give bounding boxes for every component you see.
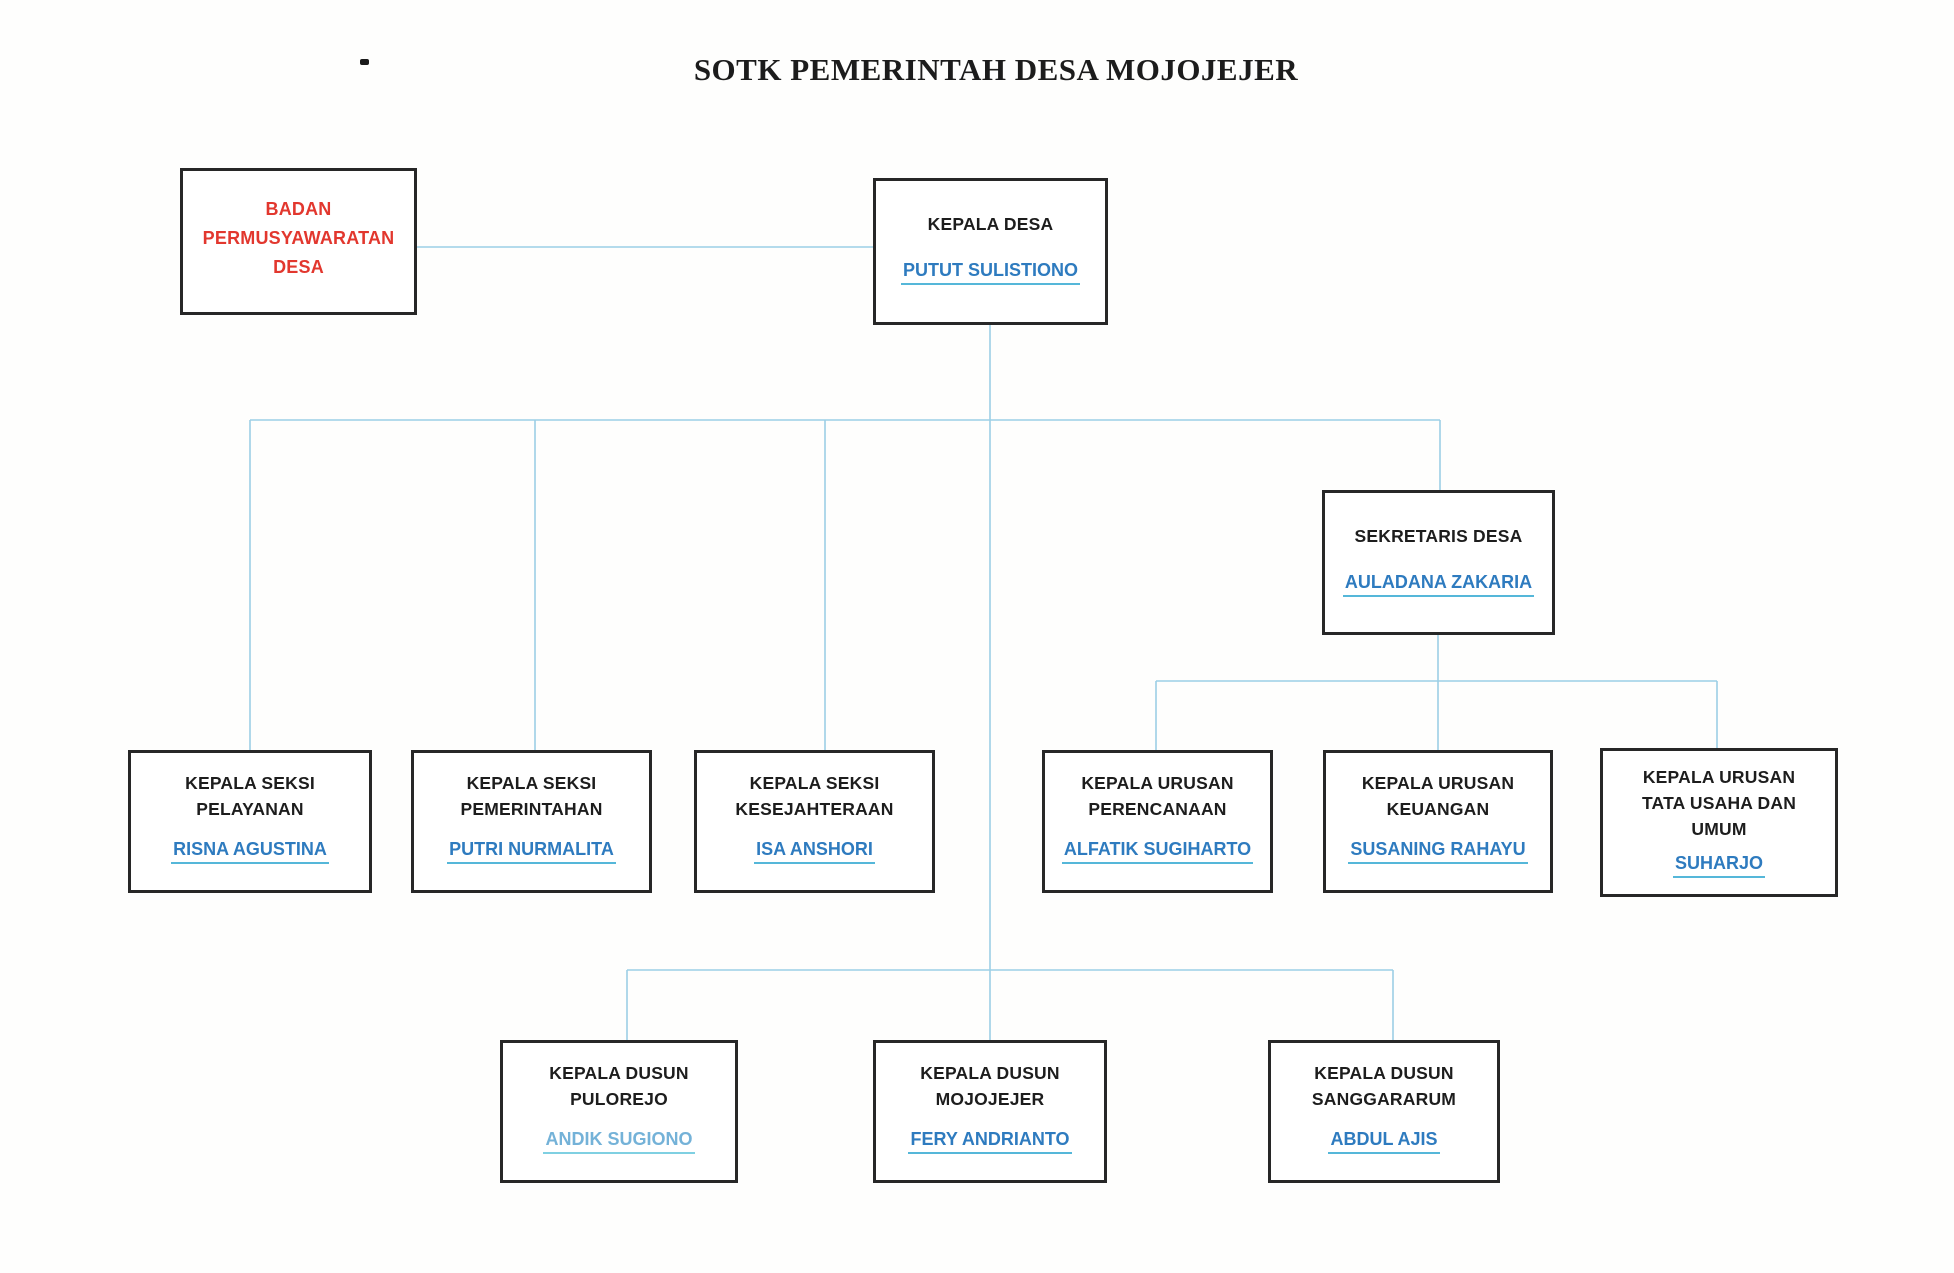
- person-name: ISA ANSHORI: [754, 839, 875, 864]
- org-box-kepala-urusan-keuangan: KEPALA URUSAN KEUANGAN SUSANING RAHAYU: [1323, 750, 1553, 893]
- role-title: KEPALA DESA: [927, 214, 1054, 234]
- person-name: AULADANA ZAKARIA: [1342, 572, 1535, 597]
- person-name: ANDIK SUGIONO: [543, 1129, 695, 1154]
- person-name: PUTUT SULISTIONO: [901, 260, 1080, 285]
- role-title: KEPALA SEKSI PELAYANAN: [185, 773, 315, 819]
- person-name: SUSANING RAHAYU: [1348, 839, 1528, 864]
- org-box-kepala-seksi-kesejahteraan: KEPALA SEKSI KESEJAHTERAAN ISA ANSHORI: [694, 750, 935, 893]
- page-title: SOTK PEMERINTAH DESA MOJOJEJER: [693, 52, 1299, 87]
- role-title: BADAN PERMUSYAWARATAN DESA: [202, 199, 395, 277]
- org-box-sekretaris-desa: SEKRETARIS DESA AULADANA ZAKARIA: [1322, 490, 1555, 635]
- org-box-kepala-desa: KEPALA DESA PUTUT SULISTIONO: [873, 178, 1108, 325]
- role-title: KEPALA URUSAN TATA USAHA DAN UMUM: [1641, 767, 1797, 839]
- person-name: SUHARJO: [1672, 853, 1765, 878]
- person-name: FERY ANDRIANTO: [908, 1129, 1072, 1154]
- role-title: KEPALA URUSAN KEUANGAN: [1361, 773, 1515, 819]
- org-box-kepala-seksi-pelayanan: KEPALA SEKSI PELAYANAN RISNA AGUSTINA: [128, 750, 372, 893]
- role-title: KEPALA SEKSI KESEJAHTERAAN: [735, 773, 894, 819]
- role-title: KEPALA SEKSI PEMERINTAHAN: [460, 773, 603, 819]
- org-box-kepala-urusan-perencanaan: KEPALA URUSAN PERENCANAAN ALFATIK SUGIHA…: [1042, 750, 1273, 893]
- role-title: KEPALA DUSUN SANGGARARUM: [1311, 1063, 1457, 1109]
- org-box-kepala-dusun-sanggararum: KEPALA DUSUN SANGGARARUM ABDUL AJIS: [1268, 1040, 1500, 1183]
- org-box-kepala-urusan-tata-usaha-dan-umum: KEPALA URUSAN TATA USAHA DAN UMUM SUHARJ…: [1600, 748, 1838, 897]
- person-name: PUTRI NURMALITA: [447, 839, 616, 864]
- role-title: SEKRETARIS DESA: [1354, 526, 1523, 546]
- org-box-kepala-dusun-pulorejo: KEPALA DUSUN PULOREJO ANDIK SUGIONO: [500, 1040, 738, 1183]
- person-name: ALFATIK SUGIHARTO: [1061, 839, 1254, 864]
- scan-artifact-dot: [360, 59, 369, 65]
- person-name: ABDUL AJIS: [1328, 1129, 1440, 1154]
- org-box-kepala-dusun-mojojejer: KEPALA DUSUN MOJOJEJER FERY ANDRIANTO: [873, 1040, 1107, 1183]
- role-title: KEPALA DUSUN MOJOJEJER: [920, 1063, 1060, 1109]
- role-title: KEPALA URUSAN PERENCANAAN: [1081, 773, 1234, 819]
- org-box-badan-permusyawaratan-desa: BADAN PERMUSYAWARATAN DESA: [180, 168, 417, 315]
- org-box-kepala-seksi-pemerintahan: KEPALA SEKSI PEMERINTAHAN PUTRI NURMALIT…: [411, 750, 652, 893]
- person-name: RISNA AGUSTINA: [171, 839, 329, 864]
- role-title: KEPALA DUSUN PULOREJO: [549, 1063, 689, 1109]
